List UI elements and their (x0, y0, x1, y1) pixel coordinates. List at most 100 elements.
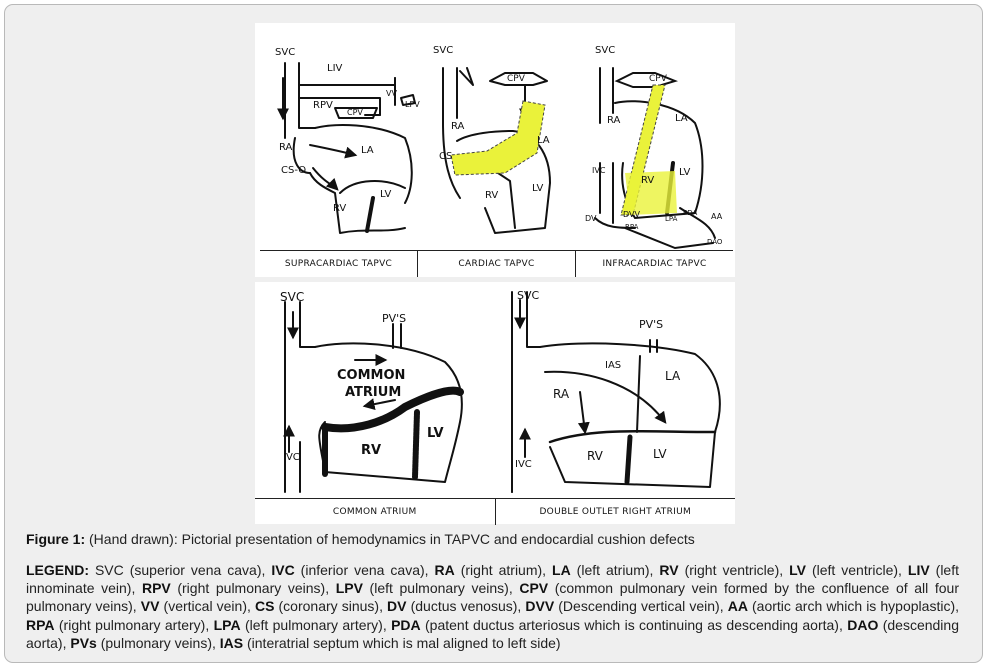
label-rpv: RPV (313, 100, 333, 111)
legend-desc: (coronary sinus), (274, 598, 388, 615)
label-lv-infra: LV (679, 167, 690, 178)
label-lv-cardiac: LV (532, 183, 543, 194)
caption-cardiac: CARDIAC TAPVC (417, 251, 575, 277)
figure-caption: Figure 1: (Hand drawn): Pictorial presen… (26, 531, 695, 547)
legend-label: LEGEND: (26, 562, 89, 578)
legend-term: DV (387, 598, 407, 615)
legend-desc: (left pulmonary artery), (240, 616, 392, 633)
legend-term: RPV (141, 580, 171, 597)
label-lv: LV (380, 189, 391, 200)
legend-desc: SVC (superior vena cava), (89, 562, 272, 578)
label-svc-dora: SVC (517, 289, 540, 302)
label-pvs-ca: PV'S (382, 312, 406, 325)
label-rv-cardiac: RV (485, 190, 498, 201)
legend-desc: (right pulmonary artery), (54, 616, 214, 633)
figure-caption-label: Figure 1: (26, 531, 86, 547)
legend-term: AA (727, 598, 748, 615)
legend-term: IAS (219, 634, 244, 651)
label-pvs-dora: PV'S (639, 318, 663, 331)
legend-desc: (left innominate vein), (26, 562, 959, 597)
caption-infracardiac: INFRACARDIAC TAPVC (575, 251, 733, 277)
legend-term: LPA (213, 616, 241, 633)
label-la-dora: LA (665, 369, 681, 383)
caption-supracardiac: SUPRACARDIAC TAPVC (284, 259, 393, 269)
label-ra-dora: RA (553, 387, 570, 401)
label-dao-infra: DAO (707, 238, 723, 246)
legend-term: IVC (271, 562, 295, 578)
label-aa-infra: AA (711, 212, 723, 221)
legend-desc: (left ventricle), (805, 562, 908, 578)
label-ivc-ca: IVC (283, 452, 300, 463)
legend-term: RV (659, 562, 679, 578)
legend-desc: (aortic arch which is hypoplastic), (747, 598, 959, 615)
label-lv-dora: LV (653, 447, 667, 461)
cushion-figure: SVC PV'S COMMON ATRIUM IVC RV LV SVC PV'… (255, 282, 735, 525)
legend-term: LA (552, 562, 571, 578)
label-atrium: ATRIUM (345, 385, 401, 400)
legend-desc: (right atrium), (454, 562, 553, 578)
label-rv: RV (333, 203, 346, 214)
label-svc-ca: SVC (280, 290, 304, 304)
caption-dora: DOUBLE OUTLET RIGHT ATRIUM (494, 499, 736, 525)
label-dvv-infra: DVV (623, 210, 640, 219)
label-cs-cardiac: CS (439, 151, 452, 162)
label-lv-ca: LV (427, 426, 444, 441)
label-liv: LIV (327, 63, 343, 74)
legend-term: DVV (525, 598, 555, 615)
legend-term: CPV (519, 580, 549, 597)
label-ivc-dora: IVC (515, 459, 532, 470)
cushion-captions: COMMON ATRIUM DOUBLE OUTLET RIGHT ATRIUM (255, 498, 735, 525)
legend-desc: (left atrium), (570, 562, 660, 578)
legend-desc: (pulmonary veins), (96, 634, 220, 651)
legend-desc: (interatrial septum which is mal aligned… (243, 634, 561, 651)
label-cs: CS-O (281, 165, 306, 176)
legend-desc: (common pulmonary vein formed by the con… (26, 580, 959, 615)
legend-desc: (left pulmonary veins), (362, 580, 520, 597)
legend-term: LV (789, 562, 806, 578)
label-vv: VV (386, 89, 397, 98)
label-dv-infra: DV (585, 214, 597, 223)
legend-desc: (ductus venosus), (406, 598, 526, 615)
label-la: LA (361, 145, 374, 156)
legend-term: PDA (391, 616, 421, 633)
legend-desc: (patent ductus arteriosus which is conti… (420, 616, 848, 633)
label-rv-dora: RV (587, 449, 604, 463)
label-ra: RA (279, 142, 293, 153)
label-lpv: LPV (405, 100, 420, 109)
legend-term: PVs (70, 634, 97, 651)
legend-desc: (right ventricle), (678, 562, 790, 578)
label-common: COMMON (337, 368, 405, 383)
legend-desc: (Descending vertical vein), (554, 598, 728, 615)
label-ra-cardiac: RA (451, 121, 465, 132)
cushion-drawings: SVC PV'S COMMON ATRIUM IVC RV LV SVC PV'… (280, 289, 721, 493)
legend-items: SVC (superior vena cava), IVC (inferior … (26, 562, 959, 651)
legend-desc: (descending aorta), (26, 616, 959, 651)
legend-term: RPA (26, 616, 55, 633)
legend-desc: (vertical vein), (159, 598, 255, 615)
caption-common-atrium: COMMON ATRIUM (332, 507, 417, 517)
legend-term: DAO (847, 616, 879, 633)
legend-desc: (right pulmonary veins), (170, 580, 336, 597)
legend-term: LIV (907, 562, 930, 578)
label-cpv-infra: CPV (649, 74, 668, 84)
label-pda-infra: PDA (683, 209, 697, 217)
label-cpv-cardiac: CPV (507, 74, 526, 84)
legend: LEGEND: SVC (superior vena cava), IVC (i… (26, 561, 959, 652)
figure-caption-text: (Hand drawn): Pictorial presentation of … (85, 531, 695, 547)
legend-term: LPV (335, 580, 363, 597)
label-ias-dora: IAS (605, 360, 621, 371)
label-rv-ca: RV (361, 443, 381, 458)
legend-term: RA (434, 562, 455, 578)
label-cpv: CPV (347, 108, 363, 117)
label-lpa-infra: LPA (665, 215, 678, 223)
label-rpa-infra: RPA (625, 223, 639, 231)
label-la-infra: LA (675, 113, 688, 124)
label-svc: SVC (275, 47, 295, 58)
legend-term: VV (140, 598, 160, 615)
tapvc-captions: SUPRACARDIAC TAPVC CARDIAC TAPVC INFRACA… (260, 250, 733, 277)
label-rv-infra: RV (641, 175, 654, 186)
label-svc-cardiac: SVC (433, 45, 453, 56)
label-ivc-infra: IVC (592, 166, 606, 175)
label-svc-infra: SVC (595, 45, 615, 56)
label-ra-infra: RA (607, 115, 621, 126)
